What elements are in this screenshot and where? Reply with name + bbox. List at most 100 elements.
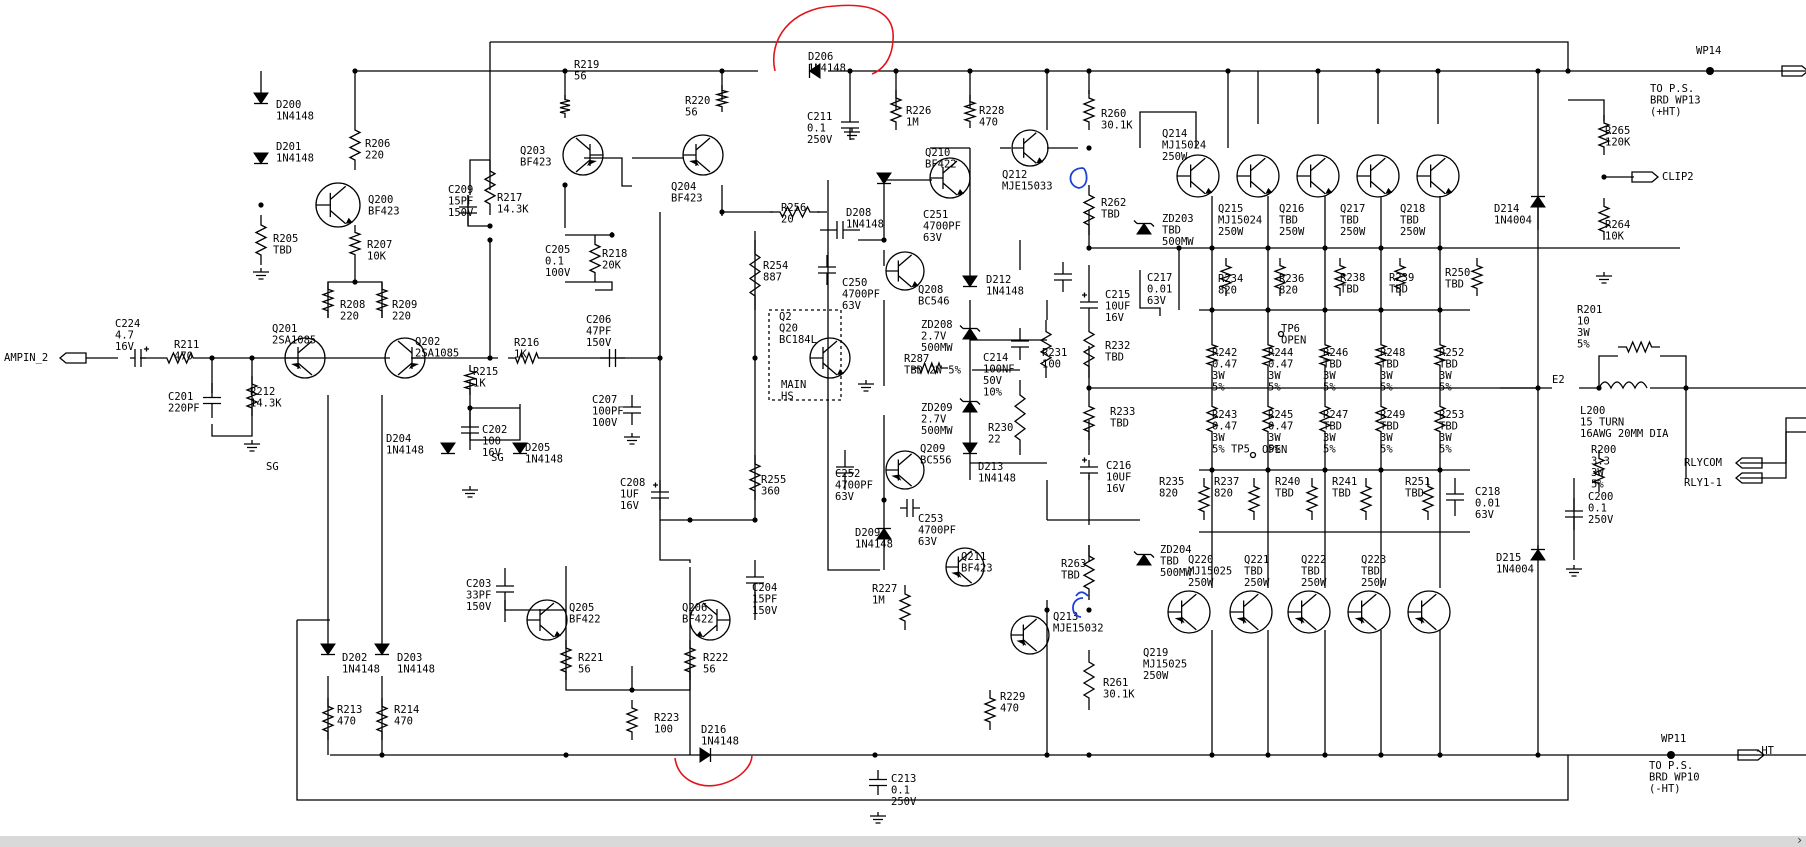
label-line: C214 [983,352,1008,364]
label-line: Q222 [1301,554,1326,566]
label-line: 3W [1577,327,1590,339]
label-line: 1M [872,595,885,607]
label-line: R240 [1275,476,1300,488]
label-line: 1M [906,117,919,129]
resistor [898,585,912,630]
label-line: 1N4148 [525,454,563,466]
collector-emitter [1310,157,1326,195]
label-line: R213 [337,704,362,716]
label-line: 250W [1340,226,1366,238]
label-line: 500MW [921,342,953,354]
label-line: 15PF [448,196,473,208]
resistor [962,95,978,128]
label-line: 56 [685,107,698,119]
label-line: C203 [466,578,491,590]
label-line: C201 [168,391,193,403]
label-line: BRD WP13 [1650,95,1701,107]
label-line: 250W [1361,577,1387,589]
base [1357,164,1372,188]
capacitor [869,770,887,795]
label-line: 63V [842,300,862,312]
label-line: 5% [1212,382,1225,394]
base [930,167,944,189]
label-line: E2 [1552,374,1565,386]
label-line: C202 [482,424,507,436]
label-line: BF423 [520,157,552,169]
connector-port [1734,472,1763,484]
label-line: D205 [525,442,550,454]
base [1177,164,1192,188]
label-line: Q210 [925,147,950,159]
label-line: 0.47 [1268,421,1293,433]
scroll-right-icon[interactable]: › [1797,833,1802,847]
label-line: Q206 [682,602,707,614]
junction-dot [1437,307,1443,313]
capacitor [1054,262,1072,292]
label-line: 0.47 [1212,421,1237,433]
label-line: 4700PF [923,221,961,233]
component-label: RLY1-1 [1684,477,1722,489]
polarity-mark [1082,292,1087,298]
label-line: R242 [1212,347,1237,359]
ground-icon [1566,565,1582,577]
label-line: MJ15024 [1218,215,1262,227]
wire [1660,355,1687,388]
label-line: 250W [1400,226,1426,238]
label-line: 1N4148 [855,539,893,551]
label-line: C218 [1475,486,1500,498]
label-line: 100V [545,267,571,279]
label-line: 250W [1162,151,1188,163]
junction-dots [209,68,1689,758]
label-line: 4700PF [842,289,880,301]
junction-dot [881,237,887,243]
label-line: Q215 [1218,203,1243,215]
label-line: 3W [1268,432,1281,444]
collector-emitter [1250,157,1266,195]
component-label: SG [491,452,504,464]
zener-mark [1133,220,1155,227]
horizontal-scrollbar[interactable]: › [0,833,1806,847]
label-line: Q208 [918,284,943,296]
label-line: R231 [1042,347,1067,359]
resistor [348,225,362,262]
resistor [1039,320,1053,378]
collector-emitter [897,453,913,487]
label-line: BRD WP10 [1649,772,1700,784]
resistor [1433,398,1447,440]
label-line: 63V [1147,295,1167,307]
label-line: 5% [1577,339,1590,351]
label-line: 5% [1323,444,1336,456]
label-line: (-HT) [1649,783,1681,795]
junction-dot [209,355,215,361]
resistor [1260,338,1276,372]
junction-dot [1437,245,1443,251]
label-line: 820 [1159,488,1178,500]
label-line: 1K [514,349,527,361]
label-line: R218 [602,248,627,260]
label-line: BC184L [779,334,817,346]
wire [469,159,490,195]
label-line: 120K [1605,137,1631,149]
label-line: MJE15033 [1002,181,1053,193]
collector-emitter [1421,593,1437,631]
label-line: Q212 [1002,169,1027,181]
label-line: 5% [1591,479,1604,491]
label-line: R251 [1405,476,1430,488]
